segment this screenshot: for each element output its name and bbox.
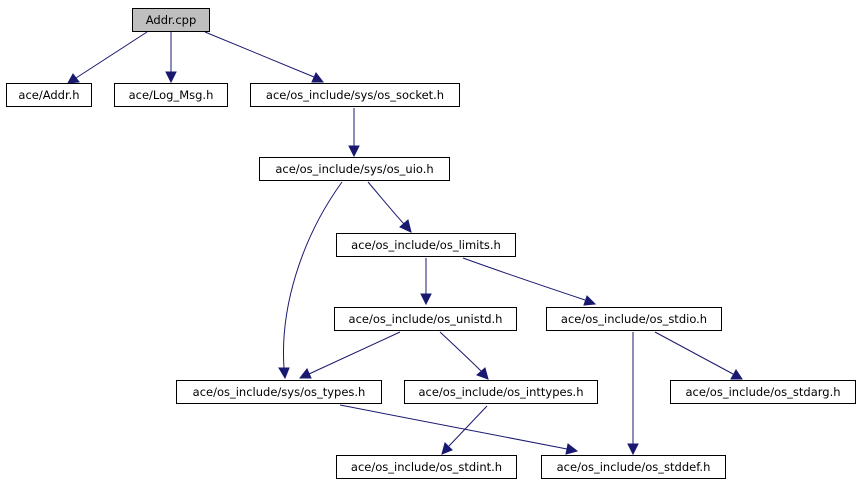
node-os-types-h[interactable]: ace/os_include/sys/os_types.h [176,380,382,404]
edge-addr-cpp-to-log-msg-h [165,32,177,84]
node-log-msg-h[interactable]: ace/Log_Msg.h [114,83,228,107]
node-os-limits-h[interactable]: ace/os_include/os_limits.h [336,233,516,257]
edge-os-stdio-h-to-os-stddef-h [627,332,639,456]
edge-os-unistd-h-to-os-inttypes-h [439,331,489,380]
node-os-stdarg-h[interactable]: ace/os_include/os_stdarg.h [670,380,856,404]
node-os-inttypes-h[interactable]: ace/os_include/os_inttypes.h [404,380,598,404]
node-addr-h[interactable]: ace/Addr.h [6,83,92,107]
node-os-stdint-h[interactable]: ace/os_include/os_stdint.h [336,455,517,479]
edge-os-unistd-h-to-os-types-h [298,331,401,379]
edge-addr-cpp-to-addr-h [67,31,148,84]
edge-os-uio-h-to-os-limits-h [367,181,412,233]
node-os-stddef-h[interactable]: ace/os_include/os_stddef.h [541,455,726,479]
edge-os-types-h-to-os-stddef-h [339,404,579,455]
node-os-socket-h[interactable]: ace/os_include/sys/os_socket.h [250,83,460,107]
edge-os-socket-h-to-os-uio-h [348,108,360,158]
edge-os-stdio-h-to-os-stdarg-h [654,331,743,380]
edge-addr-cpp-to-os-socket-h [204,31,325,83]
edge-os-limits-h-to-os-stdio-h [462,257,597,306]
edge-os-limits-h-to-os-unistd-h [420,258,432,306]
edge-os-uio-h-to-os-types-h [278,181,343,380]
node-os-unistd-h[interactable]: ace/os_include/os_unistd.h [334,307,517,331]
node-os-uio-h[interactable]: ace/os_include/sys/os_uio.h [259,157,450,181]
edge-os-inttypes-h-to-os-stdint-h [441,405,488,455]
node-os-stdio-h[interactable]: ace/os_include/os_stdio.h [546,307,722,331]
node-addr-cpp[interactable]: Addr.cpp [132,8,210,32]
